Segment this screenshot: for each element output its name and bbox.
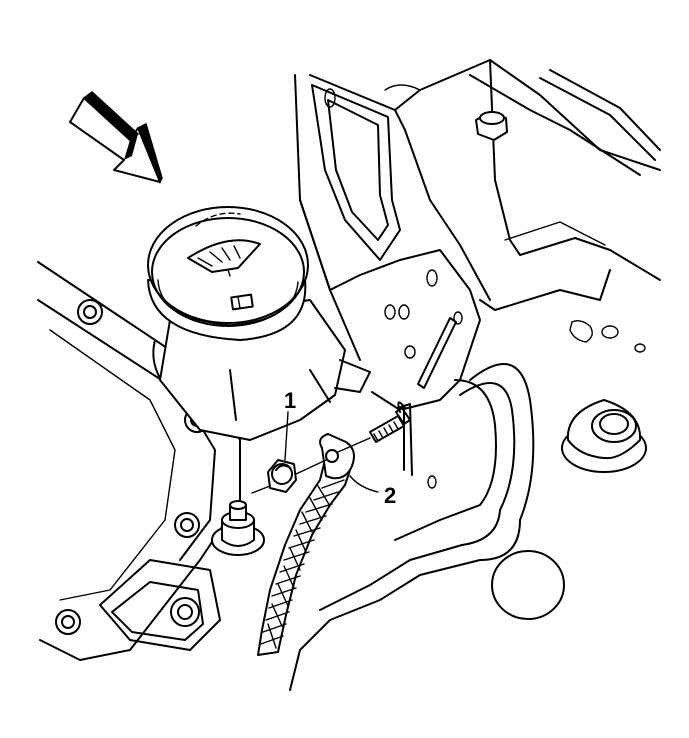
rubber-grommet	[561, 399, 647, 473]
ground-bolt	[369, 401, 413, 476]
washer-fluid-reservoir	[147, 206, 371, 441]
right-upper-panel	[469, 59, 661, 353]
washer-fluid-symbol-icon	[187, 212, 261, 277]
bolt-head-icon	[475, 111, 508, 141]
view-direction-arrow-icon	[69, 91, 163, 184]
mounting-stud	[211, 500, 265, 556]
callout-1-label: 1	[284, 388, 296, 413]
body-plug	[491, 550, 565, 620]
ground-strap	[257, 433, 355, 656]
callout-2-leader	[349, 475, 379, 493]
lower-body-edge	[289, 363, 535, 691]
callout-2-label: 2	[384, 483, 396, 508]
central-bracket	[294, 59, 491, 489]
bolt-head-icon	[55, 609, 81, 635]
nut-part	[267, 459, 297, 493]
bolt-head-icon	[77, 299, 103, 325]
bolt-head-icon	[174, 512, 200, 538]
callout-1-leader	[284, 411, 289, 461]
assembly-centerline	[251, 437, 371, 494]
